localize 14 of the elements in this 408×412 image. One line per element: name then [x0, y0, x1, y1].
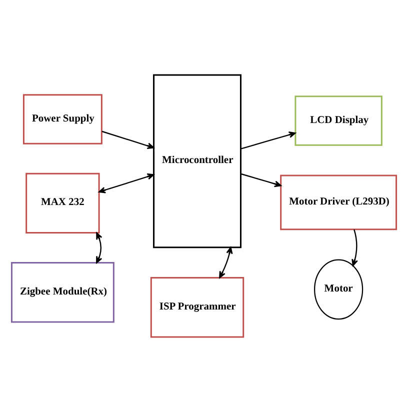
arrow	[102, 130, 154, 150]
node-box: ISP Programmer	[150, 277, 244, 338]
node-box: Motor Driver (L293D)	[280, 174, 398, 230]
arrow	[96, 232, 102, 264]
node-box: Microcontroller	[153, 74, 242, 248]
node-box: Power Supply	[22, 94, 102, 144]
arrow	[219, 246, 233, 278]
node-box: LCD Display	[294, 96, 382, 146]
arrow	[240, 132, 296, 150]
arrow	[240, 173, 282, 188]
arrow	[98, 173, 154, 194]
node-box: MAX 232	[26, 172, 100, 234]
node-box: Zigbee Module(Rx)	[10, 262, 114, 323]
arrow	[352, 229, 358, 266]
